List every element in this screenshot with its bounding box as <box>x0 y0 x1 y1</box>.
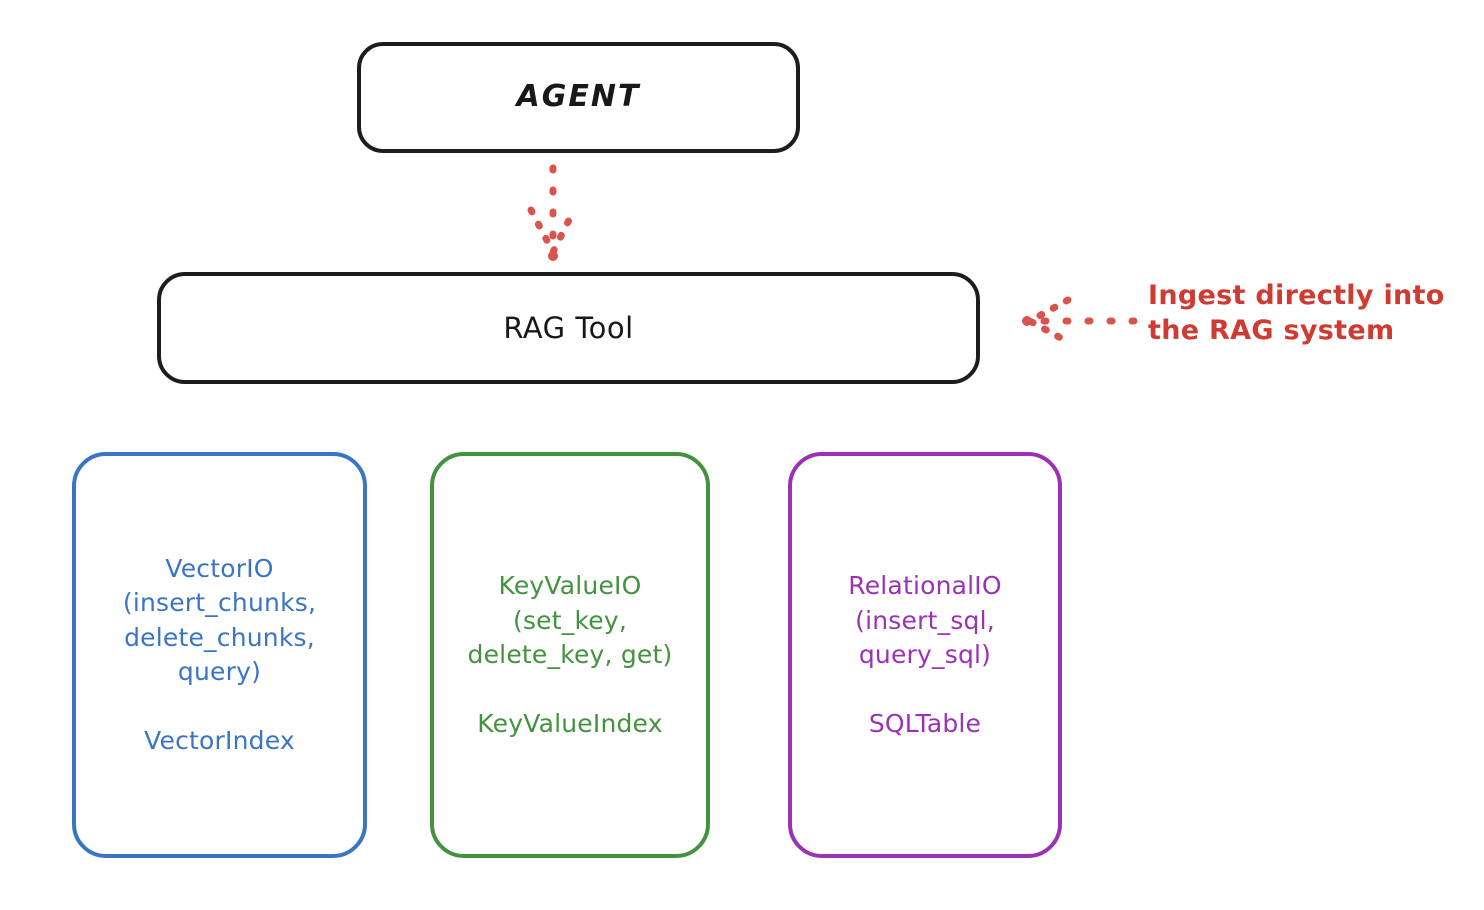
node-vector-io-api-label: VectorIO (insert_chunks, delete_chunks, … <box>122 553 317 687</box>
node-rag-tool-label: RAG Tool <box>503 310 634 345</box>
node-vector-io[interactable]: VectorIO (insert_chunks, delete_chunks, … <box>72 452 367 858</box>
node-agent-label: AGENT <box>516 79 641 115</box>
node-keyvalue-index-label: KeyValueIndex <box>477 708 663 738</box>
node-sql-table-label: SQLTable <box>868 708 982 738</box>
edge-ingest-note-to-rag-tool-icon <box>1022 296 1138 346</box>
node-rag-tool[interactable]: RAG Tool <box>157 272 980 384</box>
node-keyvalue-io[interactable]: KeyValueIO (set_key, delete_key, get) Ke… <box>430 452 710 858</box>
annotation-ingest-note: Ingest directly into the RAG system <box>1148 280 1445 347</box>
edge-agent-to-rag-tool-icon <box>527 164 578 261</box>
node-relational-io[interactable]: RelationalIO (insert_sql, query_sql) SQL… <box>788 452 1062 858</box>
node-keyvalue-io-api-label: KeyValueIO (set_key, delete_key, get) <box>467 571 673 669</box>
node-vector-index-label: VectorIndex <box>144 725 295 755</box>
node-relational-io-api-label: RelationalIO (insert_sql, query_sql) <box>848 571 1002 669</box>
node-agent[interactable]: AGENT <box>357 42 800 153</box>
